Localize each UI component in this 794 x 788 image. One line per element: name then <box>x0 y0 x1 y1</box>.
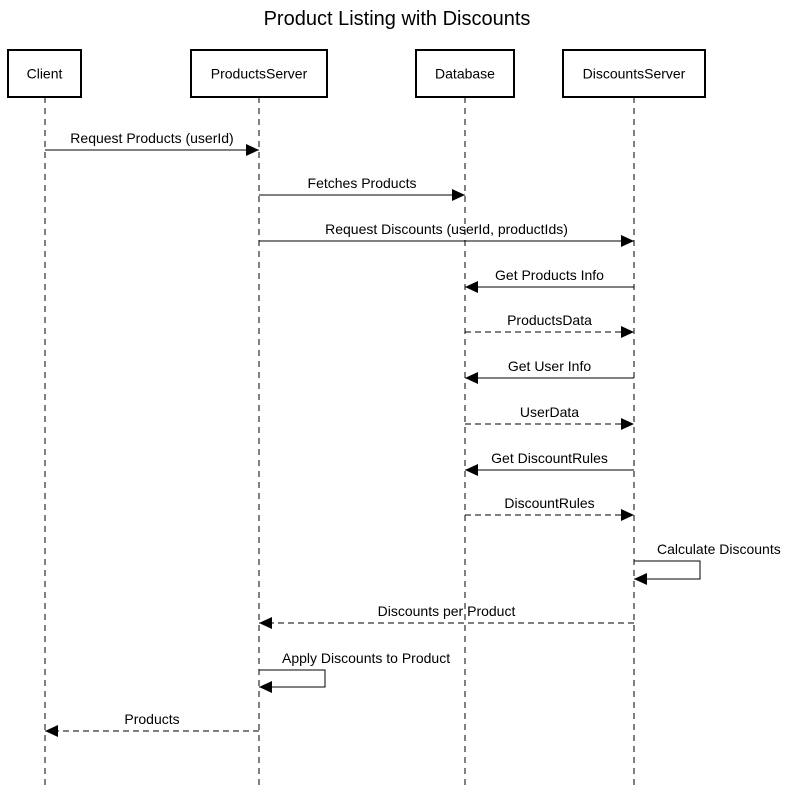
message-1: Request Products (userId) <box>45 130 259 156</box>
participant-label: ProductsServer <box>211 66 308 82</box>
message-6: Get User Info <box>465 358 634 384</box>
message-label: Calculate Discounts <box>657 541 781 557</box>
message-label: Request Products (userId) <box>70 130 233 146</box>
message-10: Calculate Discounts <box>634 541 781 585</box>
message-label: Discounts per Product <box>378 603 516 619</box>
participant-boxes: Client ProductsServer Database DiscountsSer… <box>7 49 706 98</box>
participant-label: DiscountsServer <box>583 66 686 82</box>
message-5: ProductsData <box>465 312 634 338</box>
messages: Request Products (userId) Fetches Product… <box>45 130 781 737</box>
self-message-arrow <box>259 669 326 693</box>
participant-box <box>190 49 328 98</box>
message-3: Request Discounts (userId, productIds) <box>259 221 634 247</box>
message-label: Get DiscountRules <box>491 450 608 466</box>
message-label: Request Discounts (userId, productIds) <box>325 221 568 237</box>
message-label: Get User Info <box>508 358 591 374</box>
participant-products-server: ProductsServer <box>190 49 328 98</box>
message-label: UserData <box>520 404 579 420</box>
message-12: Apply Discounts to Product <box>259 650 450 693</box>
message-11: Discounts per Product <box>259 603 634 629</box>
participant-discounts-server: DiscountsServer <box>562 49 706 98</box>
participant-database: Database <box>415 49 515 98</box>
message-label: Fetches Products <box>308 175 417 191</box>
message-label: Apply Discounts to Product <box>282 650 450 666</box>
message-2: Fetches Products <box>259 175 465 201</box>
message-label: ProductsData <box>507 312 592 328</box>
participant-label: Client <box>27 66 63 82</box>
lifelines <box>44 97 635 788</box>
participant-client: Client <box>7 49 82 98</box>
message-8: Get DiscountRules <box>465 450 634 476</box>
participant-label: Database <box>435 66 495 82</box>
self-message-arrow <box>634 560 701 585</box>
message-label: Get Products Info <box>495 267 604 283</box>
message-label: DiscountRules <box>504 495 594 511</box>
message-4: Get Products Info <box>465 267 634 293</box>
message-7: UserData <box>465 404 634 430</box>
participant-box <box>415 49 515 98</box>
message-13: Products <box>45 711 259 737</box>
participant-box <box>7 49 82 98</box>
diagram-title: Product Listing with Discounts <box>264 8 531 30</box>
message-label: Products <box>124 711 179 727</box>
participant-box <box>562 49 706 98</box>
message-9: DiscountRules <box>465 495 634 521</box>
